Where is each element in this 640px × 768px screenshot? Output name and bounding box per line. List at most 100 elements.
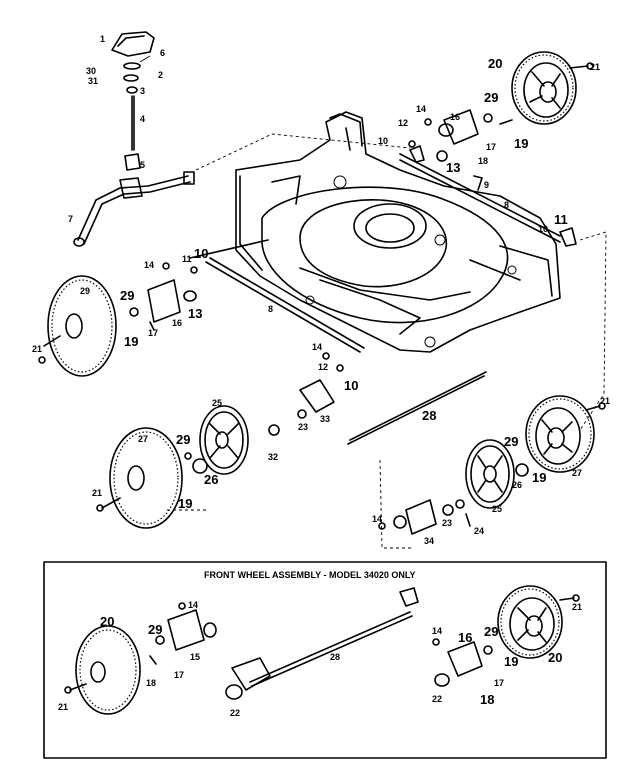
- callout-16-top: 16: [450, 112, 460, 122]
- callout-19-left: 19: [124, 334, 138, 349]
- callout-32: 32: [268, 452, 278, 462]
- top-right-bracket-part: [408, 109, 577, 247]
- callout-16-left: 16: [172, 318, 182, 328]
- height-adjuster-knob-part: [111, 31, 155, 171]
- callout-8-left: 8: [268, 304, 273, 314]
- callout-22-inset: 22: [230, 708, 240, 718]
- callout-23-right: 23: [442, 518, 452, 528]
- callout-29-right: 29: [504, 434, 518, 449]
- callout-19-top: 19: [514, 136, 528, 151]
- callout-25-left: 25: [212, 398, 222, 408]
- assembly-guide-lines: [166, 133, 607, 549]
- callout-21-inset: 21: [58, 702, 68, 712]
- inset-right-wheel-part: [497, 585, 580, 659]
- callout-18-top: 18: [478, 156, 488, 166]
- hubcap-25-left-part: [199, 405, 280, 475]
- callout-4: 4: [140, 114, 145, 124]
- wheel-27-left-part: [96, 427, 208, 529]
- callout-29-inset-right: 29: [484, 624, 498, 639]
- callout-17-top: 17: [486, 142, 496, 152]
- right-axle-rod-part: [399, 153, 561, 243]
- callout-19-inset-right: 19: [504, 654, 518, 669]
- inset-title: FRONT WHEEL ASSEMBLY - MODEL 34020 ONLY: [204, 570, 416, 580]
- inset-callout-labels: 20 29 14 15 17 18 21 22 28 14 16 29 22 1…: [58, 600, 582, 718]
- callout-17-inset-right: 17: [494, 678, 504, 688]
- callout-25-right: 25: [492, 504, 502, 514]
- callout-10-mid: 10: [344, 378, 358, 393]
- inset-left-bracket-part: [149, 602, 217, 665]
- callout-20-inset-right: 20: [548, 650, 562, 665]
- callout-28: 28: [422, 408, 436, 423]
- callout-19-right: 19: [532, 470, 546, 485]
- callout-14-right: 14: [372, 514, 382, 524]
- callout-20-top: 20: [488, 56, 502, 71]
- callout-17-inset: 17: [174, 670, 184, 680]
- callout-15-inset: 15: [190, 652, 200, 662]
- inset-axle-part: [225, 587, 419, 700]
- callout-2: 2: [158, 70, 163, 80]
- callout-34: 34: [424, 536, 434, 546]
- callout-29-inset: 29: [148, 622, 162, 637]
- adjuster-lever-part: [73, 171, 195, 247]
- callout-10-left: 10: [194, 246, 208, 261]
- callout-5: 5: [140, 160, 145, 170]
- rear-axle-rod-part: [189, 239, 365, 353]
- callout-8-right: 8: [504, 200, 509, 210]
- callout-21-top: 21: [590, 62, 600, 72]
- callout-27-left: 27: [138, 434, 148, 444]
- callout-16-inset-right: 16: [458, 630, 472, 645]
- callout-12-top: 12: [398, 118, 408, 128]
- callout-23-mid: 23: [298, 422, 308, 432]
- callout-27-right: 27: [572, 468, 582, 478]
- callout-29-low: 29: [176, 432, 190, 447]
- top-right-wheel-part: [511, 51, 594, 125]
- callout-29-top: 29: [484, 90, 498, 105]
- callout-21-inset-right: 21: [572, 602, 582, 612]
- callout-14-left: 14: [144, 260, 154, 270]
- callout-21-right: 21: [600, 396, 610, 406]
- left-bracket-part: [129, 262, 198, 331]
- callout-30: 30: [86, 66, 96, 76]
- callout-28-inset: 28: [330, 652, 340, 662]
- axle-28-part: [347, 371, 487, 445]
- callout-24: 24: [474, 526, 484, 536]
- callout-14-mid: 14: [312, 342, 322, 352]
- inset-left-wheel-part: [64, 625, 141, 715]
- callout-10-right: 10: [538, 224, 548, 234]
- callout-1: 1: [100, 34, 105, 44]
- callout-9: 9: [484, 180, 489, 190]
- callout-21-left: 21: [32, 344, 42, 354]
- inset-right-bracket-part: [432, 638, 493, 687]
- front-wheel-inset-box: [43, 561, 607, 759]
- callout-11-right: 11: [554, 212, 568, 227]
- callout-26-left: 26: [204, 472, 218, 487]
- callout-10-top: 10: [378, 136, 388, 146]
- callout-31: 31: [88, 76, 98, 86]
- callout-11-left: 11: [182, 254, 192, 264]
- callout-13-left: 13: [188, 306, 202, 321]
- mower-deck-part: [235, 111, 561, 353]
- middle-bracket-part: [297, 352, 344, 419]
- callout-14-inset: 14: [188, 600, 198, 610]
- callout-29-left-wheel: 29: [80, 286, 90, 296]
- callout-18-inset: 18: [146, 678, 156, 688]
- bracket-34-part: [378, 499, 471, 535]
- callout-12-mid: 12: [318, 362, 328, 372]
- callout-14-inset-right: 14: [432, 626, 442, 636]
- callout-33: 33: [320, 414, 330, 424]
- callout-13-top: 13: [446, 160, 460, 175]
- callout-20-inset: 20: [100, 614, 114, 629]
- callout-29-left: 29: [120, 288, 134, 303]
- callout-labels: 1 6 2 30 31 3 4 5 7 20 21 14 16 29 12 10…: [32, 34, 610, 546]
- callout-18-inset-right: 18: [480, 692, 494, 707]
- callout-3: 3: [140, 86, 145, 96]
- callout-21-low: 21: [92, 488, 102, 498]
- callout-6: 6: [160, 48, 165, 58]
- wheel-27-right-part: [515, 395, 606, 477]
- hubcap-25-right-part: [465, 439, 515, 509]
- callout-17-left: 17: [148, 328, 158, 338]
- callout-26-right: 26: [512, 480, 522, 490]
- left-wheel-part: [38, 275, 117, 377]
- callout-14-top: 14: [416, 104, 426, 114]
